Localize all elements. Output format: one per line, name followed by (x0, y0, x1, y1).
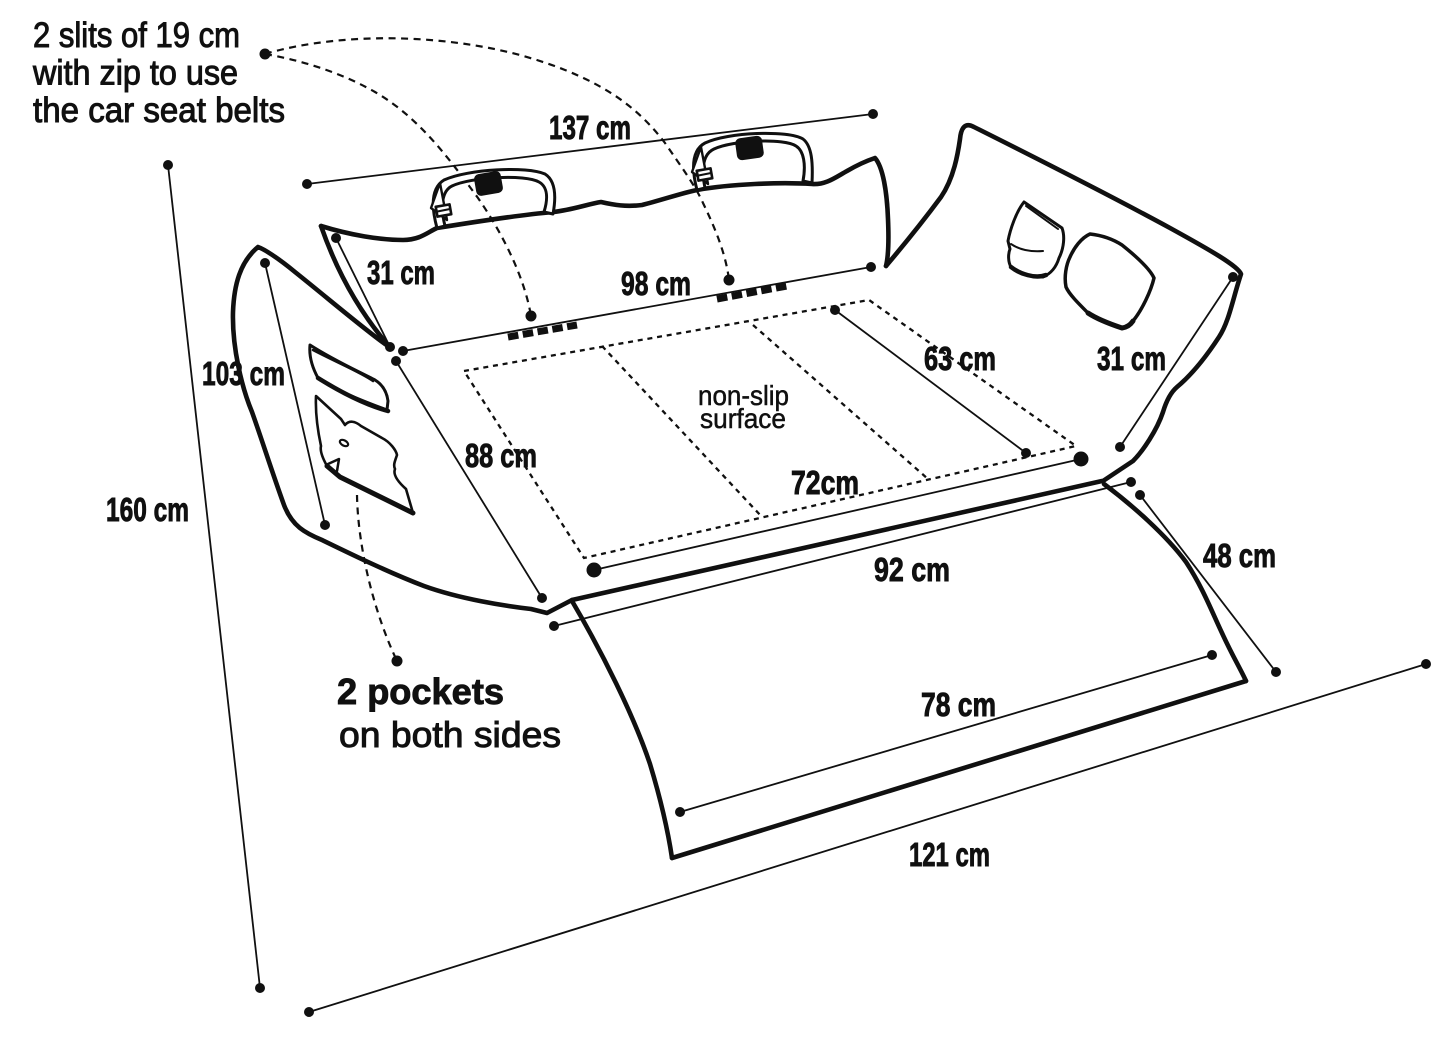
svg-text:121 cm: 121 cm (909, 836, 990, 873)
svg-text:160 cm: 160 cm (106, 491, 189, 528)
svg-text:the car seat belts: the car seat belts (33, 91, 285, 130)
svg-text:88 cm: 88 cm (465, 437, 537, 474)
svg-text:non-slip: non-slip (698, 380, 789, 411)
svg-text:78 cm: 78 cm (921, 686, 996, 723)
svg-text:31 cm: 31 cm (367, 254, 435, 291)
svg-text:31 cm: 31 cm (1097, 340, 1166, 377)
svg-text:with zip to use: with zip to use (32, 54, 238, 93)
svg-text:2 pockets: 2 pockets (337, 671, 504, 712)
svg-text:98 cm: 98 cm (621, 265, 691, 302)
svg-text:on both sides: on both sides (339, 714, 561, 755)
svg-text:92 cm: 92 cm (874, 551, 950, 588)
svg-text:72cm: 72cm (791, 464, 859, 501)
svg-text:137 cm: 137 cm (549, 109, 631, 146)
svg-text:103 cm: 103 cm (202, 355, 285, 392)
svg-text:48 cm: 48 cm (1203, 537, 1276, 574)
svg-text:63 cm: 63 cm (924, 340, 996, 377)
svg-text:2 slits of 19 cm: 2 slits of 19 cm (33, 16, 240, 55)
svg-text:surface: surface (700, 403, 786, 434)
